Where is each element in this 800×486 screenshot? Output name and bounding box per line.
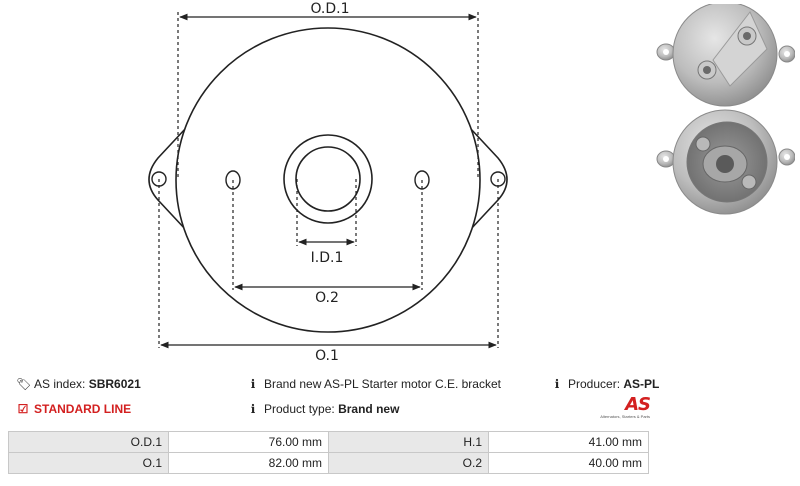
product-photo bbox=[656, 4, 795, 215]
checkbox-checked-icon: ☑ bbox=[17, 402, 29, 416]
table-row: O.1 82.00 mm O.2 40.00 mm bbox=[8, 452, 649, 474]
o2-label: O.2 bbox=[315, 290, 339, 306]
spec-value: 41.00 mm bbox=[488, 431, 649, 453]
info-icon: ℹ bbox=[554, 377, 560, 391]
as-pl-logo: AS Alternators, Starters & Parts bbox=[588, 394, 651, 420]
specs-table: O.D.1 76.00 mm H.1 41.00 mm O.1 82.00 mm… bbox=[8, 431, 649, 474]
spec-value: 40.00 mm bbox=[488, 452, 649, 474]
as-index-row: 🏷︎AS index: SBR6021 bbox=[16, 377, 141, 391]
product-type-value: Brand new bbox=[338, 402, 400, 416]
id1-label: I.D.1 bbox=[311, 250, 344, 266]
producer-value: AS-PL bbox=[623, 377, 660, 391]
central-bore bbox=[295, 146, 361, 212]
standard-line-label: STANDARD LINE bbox=[34, 402, 132, 416]
producer-row: ℹ Producer: AS-PL bbox=[550, 377, 660, 391]
bracket-photo-inner bbox=[656, 109, 795, 215]
as-index-value: SBR6021 bbox=[88, 377, 141, 391]
table-row: O.D.1 76.00 mm H.1 41.00 mm bbox=[8, 431, 649, 453]
info-icon: ℹ bbox=[250, 402, 256, 416]
logo-mark: AS bbox=[625, 394, 651, 415]
info-icon: ℹ bbox=[250, 377, 256, 391]
spec-key: O.1 bbox=[8, 452, 169, 474]
tag-icon: 🏷︎ bbox=[16, 377, 32, 391]
product-description: Brand new AS-PL Starter motor C.E. brack… bbox=[264, 377, 501, 391]
o1-label: O.1 bbox=[315, 348, 339, 364]
producer-label: Producer: bbox=[568, 377, 621, 391]
as-index-label: AS index: bbox=[34, 377, 86, 391]
logo-tagline: Alternators, Starters & Parts bbox=[600, 414, 650, 419]
spec-key: O.D.1 bbox=[8, 431, 169, 453]
spec-value: 82.00 mm bbox=[168, 452, 329, 474]
spec-key: O.2 bbox=[328, 452, 489, 474]
spec-value: 76.00 mm bbox=[168, 431, 329, 453]
left-mounting-ear bbox=[148, 127, 187, 231]
central-boss-outer bbox=[283, 134, 373, 224]
bracket-photo-outer bbox=[656, 4, 795, 107]
od1-label: O.D.1 bbox=[310, 1, 349, 17]
technical-drawing: O.D.1 I.D.1 O.2 O.1 bbox=[148, 1, 508, 364]
product-type-row: ℹ Product type: Brand new bbox=[246, 402, 400, 416]
spec-key: H.1 bbox=[328, 431, 489, 453]
standard-line-row: ☑ STANDARD LINE bbox=[16, 402, 132, 416]
description-row: ℹ Brand new AS-PL Starter motor C.E. brac… bbox=[246, 377, 501, 391]
bracket-body-outline bbox=[175, 27, 481, 333]
product-type-label: Product type: bbox=[264, 402, 335, 416]
